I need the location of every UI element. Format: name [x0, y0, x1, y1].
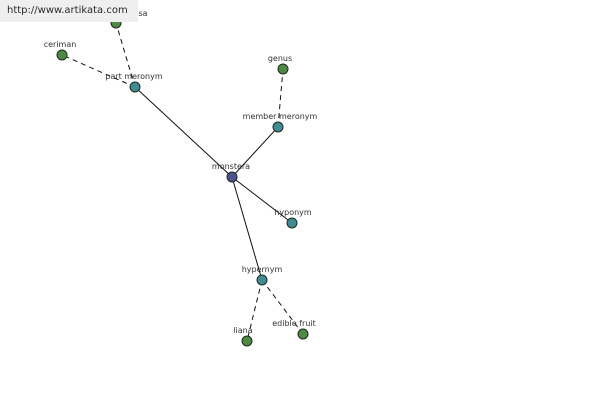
edge-part-meronym-to-sa [115, 22, 136, 88]
node-label-ceriman: ceriman [44, 40, 77, 49]
node-label-hyponym: hyponym [274, 208, 312, 217]
node-genus[interactable] [277, 63, 289, 75]
node-label-monstera: monstera [212, 162, 250, 171]
node-ceriman[interactable] [56, 49, 68, 61]
node-hypernym[interactable] [256, 274, 268, 286]
node-label-sa: sa [138, 9, 147, 18]
node-monstera[interactable] [226, 171, 238, 183]
edge-monstera-to-member-meronym [231, 126, 279, 178]
node-hyponym[interactable] [286, 217, 298, 229]
node-label-genus: genus [268, 54, 292, 63]
edge-part-meronym-to-ceriman [61, 54, 136, 88]
edge-monstera-to-hyponym [231, 176, 293, 224]
labels-layer: monstera part meronym member meronym hypony… [44, 9, 318, 335]
nodes-layer [56, 17, 309, 347]
node-label-edible-fruit: edible fruit [272, 319, 316, 328]
edge-hypernym-to-edible-fruit [261, 279, 304, 335]
edge-monstera-to-hypernym [231, 176, 263, 281]
watermark-url[interactable]: http://www.artikata.com [0, 0, 138, 22]
node-label-liana: liana [233, 326, 252, 335]
node-member-meronym[interactable] [272, 121, 284, 133]
node-label-member-meronym: member meronym [243, 112, 318, 121]
edge-monstera-to-part-meronym [134, 86, 233, 178]
node-label-part-meronym: part meronym [105, 72, 162, 81]
node-liana[interactable] [241, 335, 253, 347]
node-label-hypernym: hypernym [242, 265, 283, 274]
edge-hypernym-to-liana [246, 279, 263, 342]
edge-member-meronym-to-genus [277, 68, 284, 128]
edges-layer [61, 22, 304, 342]
node-edible-fruit[interactable] [297, 328, 309, 340]
node-part-meronym[interactable] [129, 81, 141, 93]
